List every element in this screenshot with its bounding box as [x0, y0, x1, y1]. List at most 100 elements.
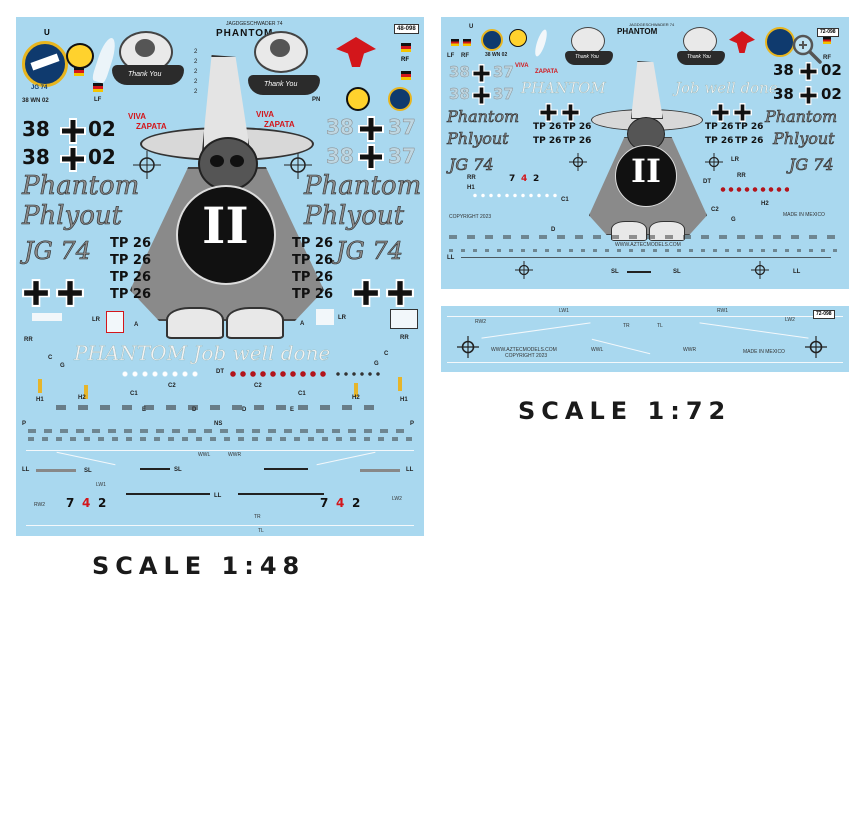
walkway-line — [481, 322, 591, 339]
aircraft-number: 38 — [326, 144, 354, 168]
rr-mark: RR — [467, 175, 476, 181]
aircraft-number: 37 — [388, 144, 416, 168]
thank-you-text: Thank You — [128, 71, 162, 78]
aircraft-number: 37 — [493, 85, 514, 103]
made-in-mexico: MADE IN MEXICO — [783, 212, 825, 218]
grey-band — [36, 469, 76, 472]
iron-cross-icon — [472, 64, 491, 83]
aircraft-number: 38 — [22, 117, 50, 141]
aircraft-number: 02 — [88, 145, 116, 169]
number-column: 2 2 2 2 2 — [194, 49, 198, 95]
rw2-mark: RW2 — [475, 319, 487, 325]
rf-mark: RF — [401, 57, 409, 63]
crosshair-marker-icon — [133, 151, 161, 179]
tp26-mark: TP 26 — [533, 122, 562, 132]
c-mark: C — [384, 351, 389, 357]
h2-mark: H2 — [78, 395, 86, 401]
german-flag — [74, 67, 84, 76]
spook-head — [198, 137, 258, 191]
a-mark: A — [300, 321, 305, 327]
tp26-mark: TP 26 — [292, 253, 334, 268]
german-flag — [823, 37, 831, 44]
numeral-disc — [176, 185, 276, 285]
walkway-line — [699, 322, 809, 339]
ll-mark: LL — [214, 493, 222, 499]
lw2-mark: LW2 — [785, 317, 795, 323]
lr-mark: LR — [338, 315, 346, 321]
thank-you-banner — [677, 51, 725, 65]
stencil-block — [390, 309, 418, 329]
stripe-line — [126, 493, 210, 495]
ll-mark: LL — [447, 255, 455, 261]
zoom-in-icon[interactable] — [789, 31, 823, 65]
iron-cross-icon — [711, 103, 730, 122]
red-bandit-emblem — [729, 31, 755, 53]
phlyout-script: Phlyout — [773, 129, 835, 148]
phlyout-script: Phlyout — [447, 129, 509, 148]
red-marker-dots-row — [228, 371, 328, 377]
stripe-line — [264, 468, 308, 470]
a-mark: A — [134, 322, 139, 328]
yellow-stencil — [354, 383, 358, 397]
viva-mark: VIVA — [256, 110, 275, 119]
tr-mark: TR — [623, 323, 630, 329]
walkway-line — [316, 451, 376, 466]
code-number: 4 — [82, 496, 91, 510]
red-marker-dots-row — [719, 187, 789, 192]
jg74-badge — [388, 87, 412, 111]
wn-mark: 38 WN 02 — [485, 52, 508, 58]
aircraft-number: 38 — [22, 145, 50, 169]
c1-mark: C1 — [298, 391, 306, 397]
iron-cross-icon — [472, 86, 491, 105]
stripe-line — [238, 493, 324, 495]
c1-mark: C1 — [561, 197, 569, 203]
aircraft-number: 02 — [821, 61, 842, 79]
e-mark: E — [142, 407, 147, 413]
tp26-mark: TP 26 — [705, 122, 734, 132]
crosshair-marker-icon — [515, 261, 533, 279]
thank-you-banner — [112, 65, 184, 85]
sheet-title: PHANTOM — [216, 28, 274, 39]
jg74-badge — [481, 29, 503, 51]
rw1-mark: RW1 — [717, 308, 729, 314]
marker-dots-row — [334, 371, 384, 377]
iron-cross-icon — [733, 103, 752, 122]
code-number: 2 — [98, 496, 107, 510]
german-flag — [463, 39, 471, 46]
tp26-mark: TP 26 — [110, 287, 152, 302]
tp26-mark: TP 26 — [563, 122, 592, 132]
viva-mark: VIVA — [515, 63, 529, 69]
made-in-mexico: MADE IN MEXICO — [743, 349, 785, 355]
thank-you-banner — [248, 75, 320, 95]
wwl-mark: WWL — [591, 347, 604, 353]
decal-sheet-1-72-wing: LW1 RW1 RW2 LW2 TR TL WWL WWR 72-098 WWW… — [441, 306, 849, 372]
g-mark: G — [731, 217, 736, 223]
tp26-mark: TP 26 — [533, 136, 562, 146]
phantom-script: Phantom — [304, 171, 422, 201]
sheet-code: 72-098 — [813, 310, 835, 319]
stencil-text-row — [28, 437, 412, 441]
decal-sheet-1-48: JAGDGESCHWADER 74 PHANTOM 48-098 U JG 74… — [16, 17, 424, 536]
stripe-line — [140, 468, 170, 470]
zapata-mark: ZAPATA — [264, 120, 295, 129]
pn-mark: PN — [312, 97, 321, 103]
aircraft-number: 38 — [449, 85, 470, 103]
lf-mark: LF — [447, 53, 455, 59]
german-flag — [451, 39, 459, 46]
code-number: 2 — [352, 496, 361, 510]
tp26-mark: TP 26 — [705, 136, 734, 146]
iron-cross-icon — [561, 103, 580, 122]
h1-mark: H1 — [400, 397, 408, 403]
iron-cross-icon — [60, 118, 86, 144]
iron-cross-icon — [539, 103, 558, 122]
tp26-mark: TP 26 — [110, 253, 152, 268]
d-mark: D — [192, 407, 197, 413]
tr-mark: TR — [254, 514, 261, 520]
sheet-code: 72-098 — [817, 28, 839, 37]
sheet-header: JAGDGESCHWADER 74 — [629, 22, 675, 27]
sheet-title: PHANTOM — [617, 27, 658, 36]
aircraft-number: 02 — [88, 117, 116, 141]
c2-mark: C2 — [168, 383, 176, 389]
p-mark: P — [410, 421, 415, 427]
wwr-mark: WWR — [228, 452, 242, 458]
